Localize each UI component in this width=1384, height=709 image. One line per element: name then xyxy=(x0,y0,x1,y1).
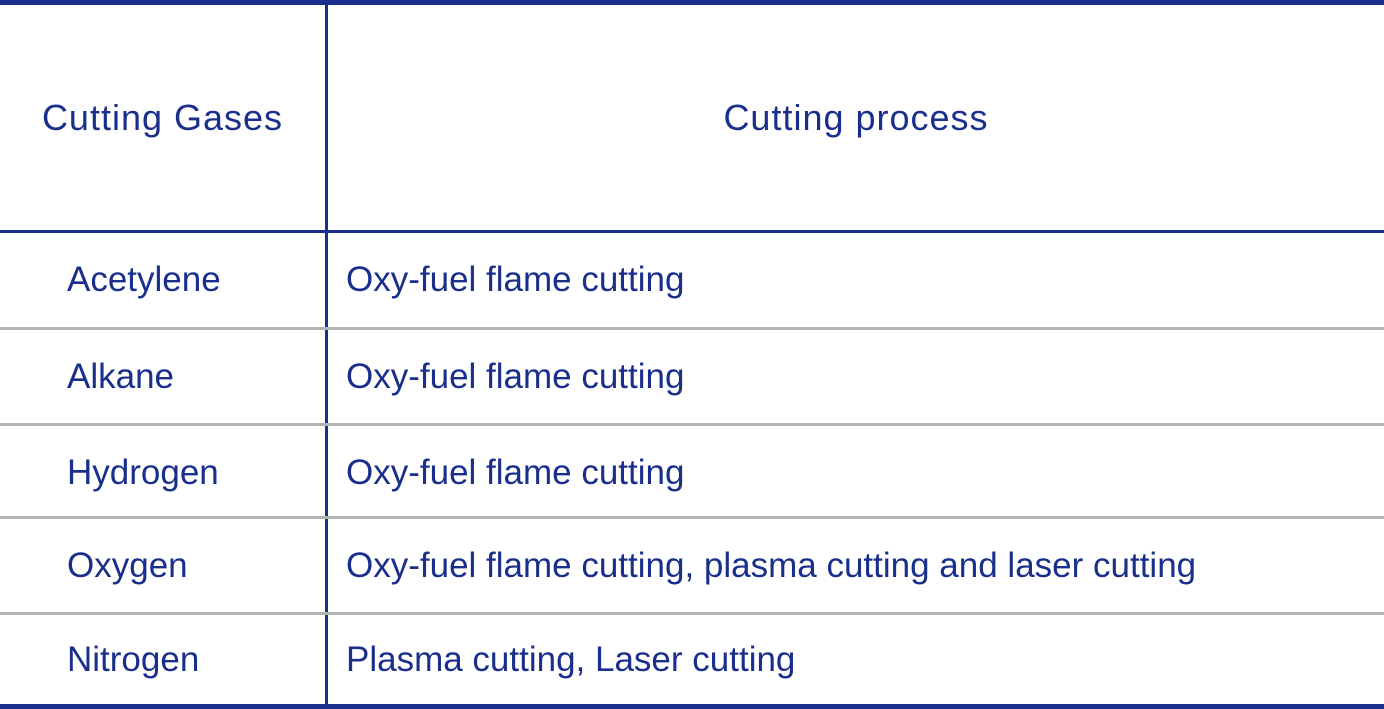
table-row-gas-cell: Alkane xyxy=(67,357,175,396)
column-divider xyxy=(325,0,328,709)
table-row-process-cell: Oxy-fuel flame cutting xyxy=(346,453,685,492)
table-row-process-cell: Oxy-fuel flame cutting, plasma cutting a… xyxy=(346,546,1197,585)
table-row-process-cell: Oxy-fuel flame cutting xyxy=(346,260,685,299)
row-separator xyxy=(0,423,1384,426)
table-row-gas-cell: Nitrogen xyxy=(67,639,200,679)
header-cutting-process: Cutting process xyxy=(723,96,989,138)
header-cutting-gases: Cutting Gases xyxy=(41,96,284,138)
row-separator xyxy=(0,327,1384,330)
table-row-process-cell: Plasma cutting, Laser cutting xyxy=(346,639,796,679)
row-separator xyxy=(0,612,1384,615)
table-bottom-rule xyxy=(0,704,1384,709)
table-row-gas-cell: Acetylene xyxy=(67,260,221,299)
row-separator xyxy=(0,516,1384,519)
table-row-gas-cell: Hydrogen xyxy=(67,453,219,492)
table-row-gas-cell: Oxygen xyxy=(67,546,188,585)
table-row-process-cell: Oxy-fuel flame cutting xyxy=(346,357,685,396)
table-top-rule xyxy=(0,0,1384,5)
header-rule xyxy=(0,230,1384,233)
